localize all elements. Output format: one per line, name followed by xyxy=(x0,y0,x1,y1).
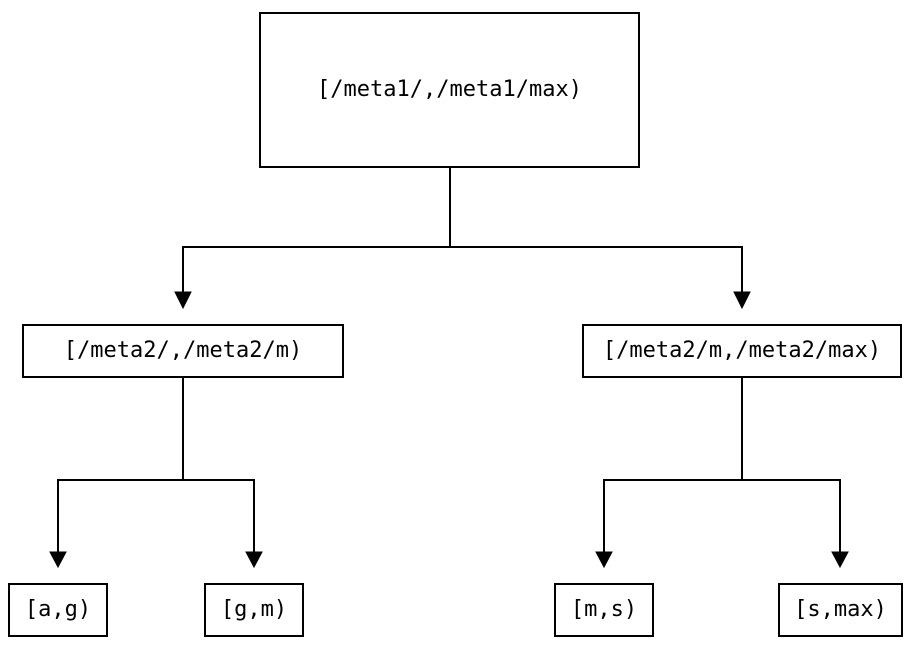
node-root-label: [/meta1/,/meta1/max) xyxy=(317,77,582,102)
edge-left-child-leaf-a-g xyxy=(49,378,184,569)
edge-root-right-child xyxy=(449,168,751,310)
edge-left-child-leaf-g-m xyxy=(182,378,263,569)
node-right-child: [/meta2/m,/meta2/max) xyxy=(582,324,902,378)
arrow-down-icon xyxy=(174,291,192,310)
arrow-down-icon xyxy=(595,551,613,569)
edge-root-left-child xyxy=(174,168,451,310)
node-leaf-g-m-label: [g,m) xyxy=(220,597,288,622)
node-leaf-s-max-label: [s,max) xyxy=(794,597,887,622)
node-root: [/meta1/,/meta1/max) xyxy=(259,12,640,168)
edge-right-child-leaf-s-max xyxy=(741,378,849,569)
node-leaf-m-s: [m,s) xyxy=(554,583,654,637)
node-left-child: [/meta2/,/meta2/m) xyxy=(22,324,344,378)
arrow-down-icon xyxy=(49,551,67,569)
node-leaf-g-m: [g,m) xyxy=(204,583,304,637)
node-left-child-label: [/meta2/,/meta2/m) xyxy=(63,338,303,363)
node-leaf-m-s-label: [m,s) xyxy=(570,597,638,622)
arrow-down-icon xyxy=(733,291,751,310)
node-leaf-s-max: [s,max) xyxy=(778,583,903,637)
node-leaf-a-g-label: [a,g) xyxy=(24,597,92,622)
node-leaf-a-g: [a,g) xyxy=(8,583,108,637)
arrow-down-icon xyxy=(245,551,263,569)
node-right-child-label: [/meta2/m,/meta2/max) xyxy=(602,338,882,363)
arrow-down-icon xyxy=(831,551,849,569)
edge-right-child-leaf-m-s xyxy=(595,378,743,569)
